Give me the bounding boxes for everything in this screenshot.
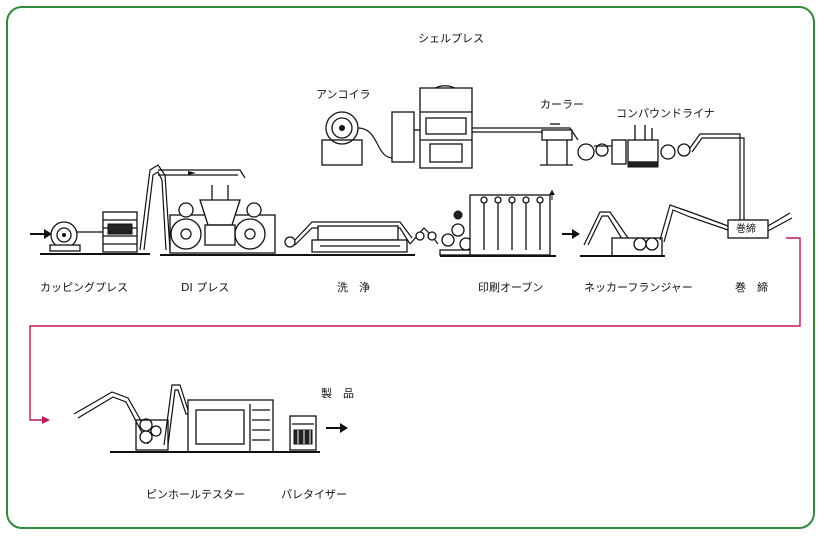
label-product: 製 品: [321, 387, 354, 400]
label-shell-press: シェルプレス: [418, 32, 484, 45]
curler-machine: [540, 124, 573, 165]
label-di-press: DI プレス: [181, 281, 229, 294]
cupping-press-machine: [40, 212, 150, 254]
pinhole-tester-machine: [74, 385, 273, 452]
shell-press-machine: [392, 86, 472, 168]
compound-liner-machine: [578, 125, 690, 167]
necker-flanger-machine: [562, 205, 728, 256]
uncoiler-machine: [322, 112, 362, 165]
washer-machine: [280, 222, 415, 255]
label-seaming: 巻 締: [735, 281, 768, 294]
label-cupping-press: カッピングプレス: [40, 281, 128, 294]
flow-link-line: [30, 238, 800, 420]
di-press-machine: [160, 185, 285, 255]
palletizer-machine: [290, 416, 316, 450]
label-necker-flanger: ネッカーフランジャー: [584, 281, 693, 294]
label-washing: 洗 浄: [337, 281, 370, 294]
input-arrow: [30, 229, 52, 239]
label-pinhole-tester: ピンホールテスター: [146, 488, 245, 501]
label-compound-liner: コンパウンドライナ: [616, 107, 715, 120]
label-seamer-box: 巻締: [736, 223, 756, 236]
label-palletizer: パレタイザー: [281, 488, 347, 501]
label-uncoiler: アンコイラ: [316, 88, 371, 101]
flow-link-arrowhead: [42, 416, 50, 424]
label-print-oven: 印刷オーブン: [478, 281, 543, 294]
label-curler: カーラー: [540, 98, 584, 111]
print-oven-machine: [440, 190, 556, 256]
output-arrow: [326, 423, 348, 433]
